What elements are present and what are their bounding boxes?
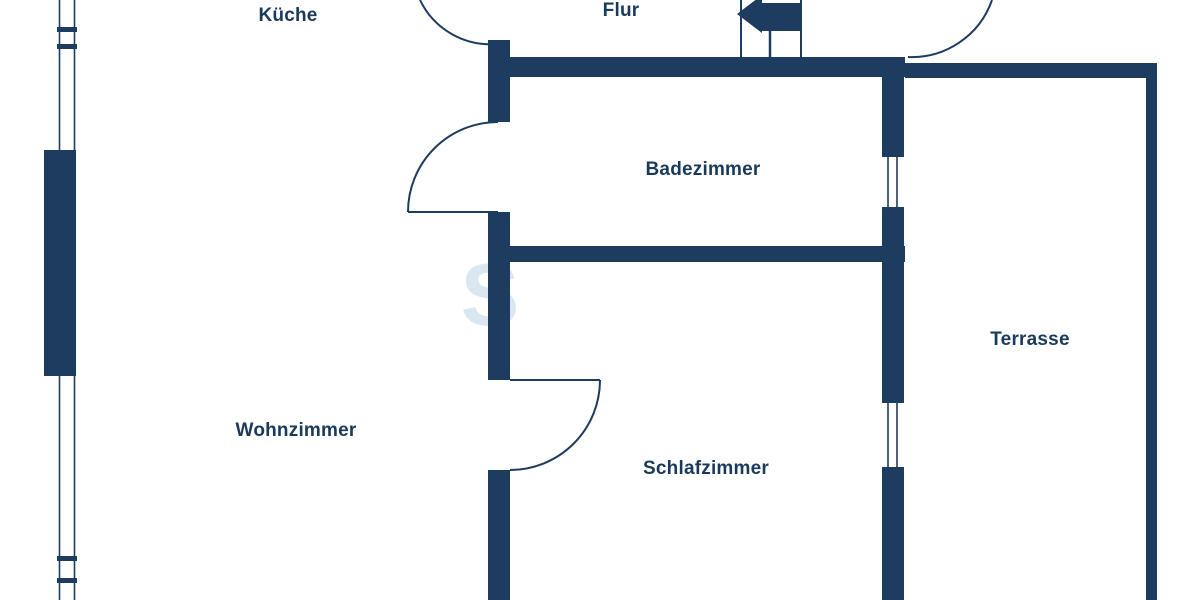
wall-center-middle [488, 212, 510, 380]
window-right1-cap [882, 152, 904, 157]
wall-right-lower [882, 472, 904, 600]
window-right2-cap [882, 467, 904, 472]
door-arc-kueche [419, 0, 498, 46]
wall-left-pier [44, 150, 76, 376]
wall-center-lower [488, 470, 510, 600]
window-left-tick [57, 27, 77, 32]
wall-top-terrace [905, 63, 1157, 78]
wall-right-middle [882, 212, 904, 398]
room-label-badezimmer: Badezimmer [645, 159, 761, 180]
window-left-tick [57, 556, 77, 561]
window-right2-cap [882, 398, 904, 403]
room-label-schlafzimmer: Schlafzimmer [643, 458, 769, 479]
wall-center-upper [488, 40, 510, 122]
wall-right-upper [882, 57, 904, 152]
window-left-tick [57, 578, 77, 583]
window-left-tick [57, 44, 77, 49]
wall-terrace-right [1146, 63, 1157, 600]
door-arc-terrasse [907, 0, 993, 59]
wall-bad-schlaf [488, 246, 905, 262]
room-label-flur: Flur [602, 0, 640, 21]
window-right1-cap [882, 207, 904, 212]
door-arc-badezimmer [407, 121, 499, 213]
wall-top [488, 57, 905, 77]
room-label-kueche: Küche [258, 5, 318, 26]
door-arc-schlafzimmer [509, 379, 601, 471]
room-label-wohnzimmer: Wohnzimmer [235, 420, 357, 441]
entrance-arrow-icon [737, 0, 802, 33]
room-label-terrasse: Terrasse [990, 329, 1070, 350]
